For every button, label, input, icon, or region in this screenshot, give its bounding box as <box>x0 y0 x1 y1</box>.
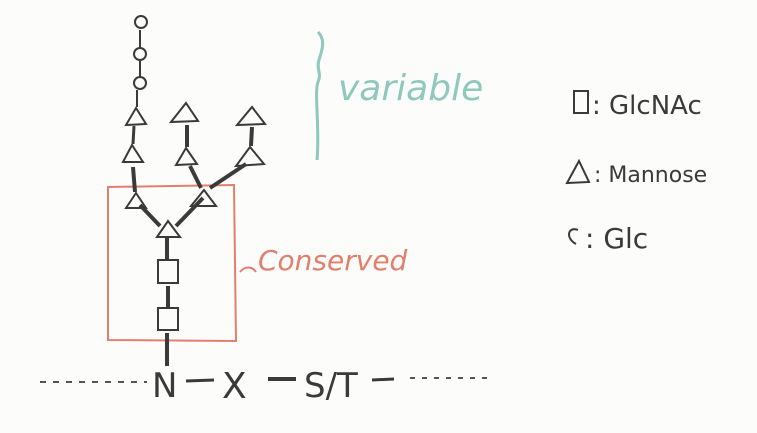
legend: : GlcNAc : Mannose : Glc <box>565 90 707 255</box>
sequence-line: N X S/T <box>40 366 492 407</box>
mannose-left-1 <box>124 191 148 209</box>
conserved-label: Conserved <box>258 244 408 277</box>
mannose-mid-1 <box>174 146 199 167</box>
mannose-left-2 <box>121 143 145 163</box>
branch-right <box>174 196 205 228</box>
seq-dash-1 <box>185 378 215 383</box>
seq-st: S/T <box>304 366 358 406</box>
circle-icon <box>568 228 579 245</box>
mannose-right-2 <box>233 145 267 168</box>
link-right-2 <box>249 126 254 147</box>
link-right-out <box>208 162 248 190</box>
conserved-box <box>107 183 238 343</box>
glycan-tree <box>121 15 267 366</box>
link-left-2 <box>131 125 136 145</box>
mannose-right-1 <box>188 188 218 207</box>
mannose-right-3 <box>234 105 267 127</box>
link-left-1 <box>131 166 137 193</box>
seq-dash-3 <box>371 377 395 382</box>
conserved-region: Conserved <box>107 183 408 343</box>
square-icon <box>573 90 589 114</box>
variable-region: variable <box>315 30 483 161</box>
seq-n: N <box>152 366 177 406</box>
variable-label: variable <box>338 68 483 109</box>
legend-glcnac-label: : GlcNAc <box>592 91 702 121</box>
mannose-left-3 <box>124 106 148 127</box>
glc-3 <box>134 15 148 29</box>
legend-glc-label: : Glc <box>585 222 648 255</box>
triangle-icon <box>565 158 591 185</box>
mannose-core <box>155 219 182 238</box>
link-right-mid <box>188 165 203 189</box>
legend-mannose: : Mannose <box>565 158 707 188</box>
legend-glc: : Glc <box>568 222 648 255</box>
mannose-mid-2 <box>168 101 200 124</box>
legend-mannose-label: : Mannose <box>594 163 707 188</box>
seq-x: X <box>222 366 247 407</box>
variable-bracket <box>315 30 325 161</box>
legend-glcnac: : GlcNAc <box>573 90 702 121</box>
conserved-pointer <box>239 266 257 273</box>
